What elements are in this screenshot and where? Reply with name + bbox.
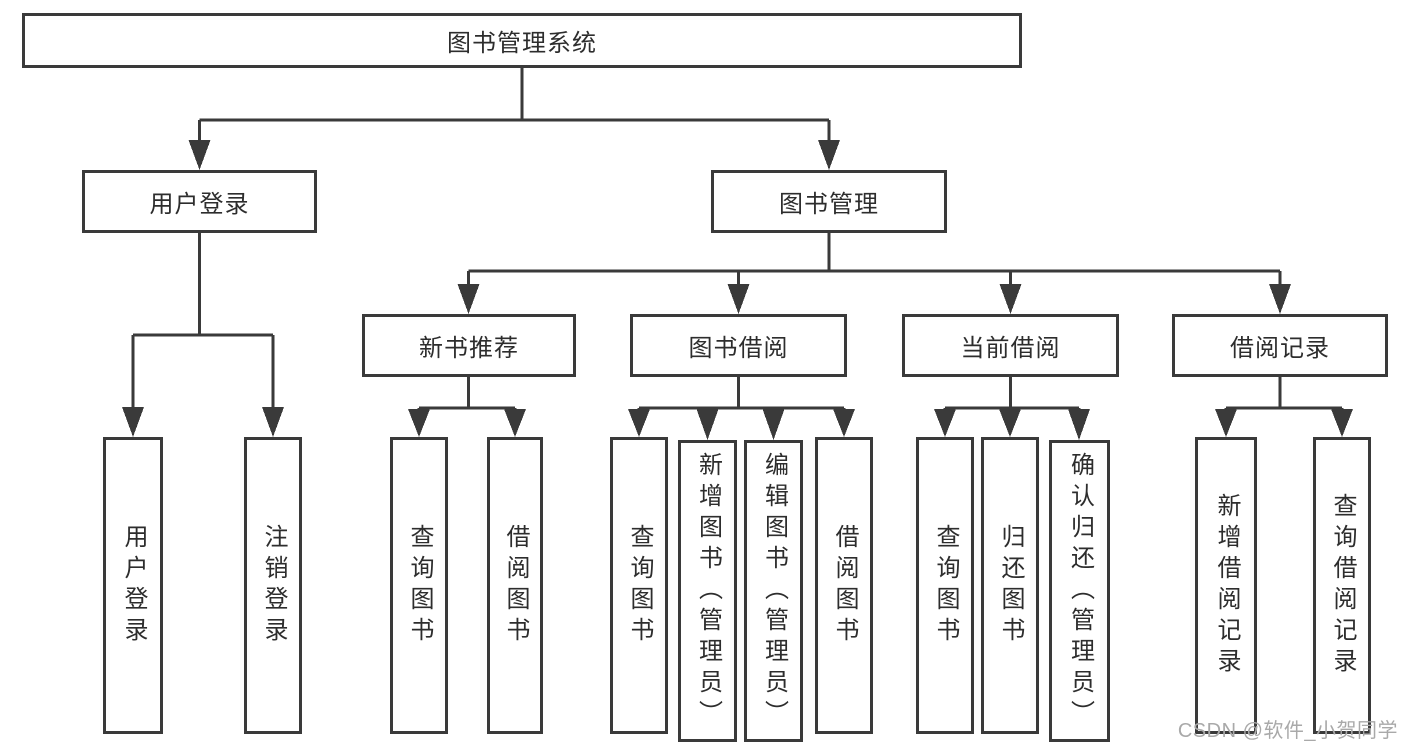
node-new-book-recommend: 新书推荐: [362, 314, 576, 377]
leaf-query-book-recommend-label: 查询图书: [406, 523, 433, 648]
leaf-query-borrow-record-label: 查询借阅记录: [1329, 492, 1356, 679]
leaf-borrow-book-label: 借阅图书: [831, 523, 858, 648]
leaf-add-borrow-record-label: 新增借阅记录: [1213, 492, 1240, 679]
leaf-edit-book-admin: 编辑图书（管理员）: [744, 440, 803, 742]
leaf-add-book-admin-label: 新增图书（管理员）: [694, 451, 722, 731]
leaf-return-book-label: 归还图书: [997, 523, 1024, 648]
connector-borrow-records-to-leaves: [1215, 377, 1353, 437]
connector-current-borrow-to-leaves: [934, 377, 1090, 440]
connector-new-book-to-leaves: [408, 377, 526, 437]
leaf-borrow-book-recommend-label: 借阅图书: [502, 523, 529, 648]
leaf-borrow-book: 借阅图书: [815, 437, 873, 734]
leaf-query-book-borrow: 查询图书: [610, 437, 668, 734]
leaf-logout: 注销登录: [244, 437, 302, 734]
connector-book-borrow-to-leaves: [628, 377, 855, 440]
leaf-query-borrow-record: 查询借阅记录: [1313, 437, 1371, 734]
leaf-query-book-current-label: 查询图书: [932, 523, 959, 648]
node-borrow-records: 借阅记录: [1172, 314, 1388, 377]
leaf-add-borrow-record: 新增借阅记录: [1195, 437, 1257, 734]
leaf-logout-label: 注销登录: [260, 523, 287, 648]
node-current-borrow: 当前借阅: [902, 314, 1119, 377]
node-book-borrow: 图书借阅: [630, 314, 847, 377]
node-user-login: 用户登录: [82, 170, 317, 233]
node-book-management: 图书管理: [711, 170, 947, 233]
leaf-user-login: 用户登录: [103, 437, 163, 734]
leaf-borrow-book-recommend: 借阅图书: [487, 437, 543, 734]
leaf-return-book: 归还图书: [981, 437, 1039, 734]
leaf-query-book-recommend: 查询图书: [390, 437, 448, 734]
leaf-user-login-label: 用户登录: [120, 523, 147, 648]
leaf-confirm-return-admin-label: 确认归还（管理员）: [1066, 451, 1094, 731]
csdn-watermark: CSDN @软件_小贺同学: [1177, 720, 1398, 742]
connector-user-login-to-leaves: [122, 233, 284, 437]
leaf-query-book-borrow-label: 查询图书: [626, 523, 653, 648]
leaf-edit-book-admin-label: 编辑图书（管理员）: [760, 451, 788, 731]
leaf-add-book-admin: 新增图书（管理员）: [678, 440, 737, 742]
node-root-system: 图书管理系统: [22, 13, 1022, 68]
leaf-query-book-current: 查询图书: [916, 437, 974, 734]
leaf-confirm-return-admin: 确认归还（管理员）: [1049, 440, 1110, 742]
connector-root-to-level2: [188, 68, 840, 170]
connector-book-mgmt-to-level3: [457, 233, 1291, 314]
